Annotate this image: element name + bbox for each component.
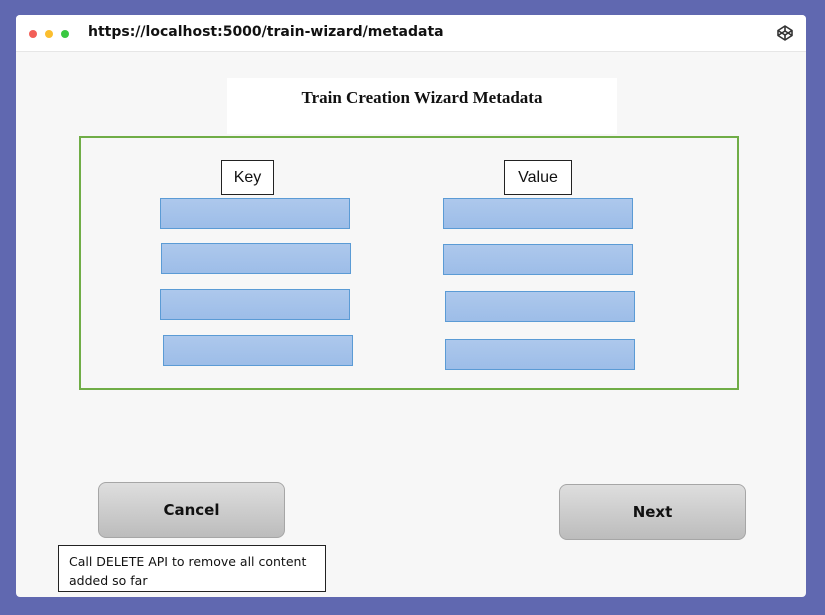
key-field-1[interactable] [160, 198, 350, 229]
value-field-2[interactable] [443, 244, 633, 275]
value-column-header: Value [504, 160, 572, 195]
close-dot[interactable] [29, 30, 37, 38]
address-bar-url[interactable]: https://localhost:5000/train-wizard/meta… [88, 24, 444, 40]
value-field-4[interactable] [445, 339, 635, 370]
key-column-header: Key [221, 160, 274, 195]
browser-window: https://localhost:5000/train-wizard/meta… [16, 15, 806, 597]
key-field-2[interactable] [161, 243, 351, 274]
maximize-dot[interactable] [61, 30, 69, 38]
browser-titlebar: https://localhost:5000/train-wizard/meta… [16, 15, 806, 52]
cancel-annotation-note: Call DELETE API to remove all content ad… [58, 545, 326, 592]
page-title-box: Train Creation Wizard Metadata [227, 78, 617, 134]
codepen-icon[interactable] [776, 24, 794, 42]
key-field-3[interactable] [160, 289, 350, 320]
value-field-1[interactable] [443, 198, 633, 229]
cancel-button[interactable]: Cancel [98, 482, 285, 538]
metadata-panel: Key Value [79, 136, 739, 390]
key-field-4[interactable] [163, 335, 353, 366]
value-field-3[interactable] [445, 291, 635, 322]
minimize-dot[interactable] [45, 30, 53, 38]
page-title: Train Creation Wizard Metadata [301, 88, 543, 107]
next-button[interactable]: Next [559, 484, 746, 540]
